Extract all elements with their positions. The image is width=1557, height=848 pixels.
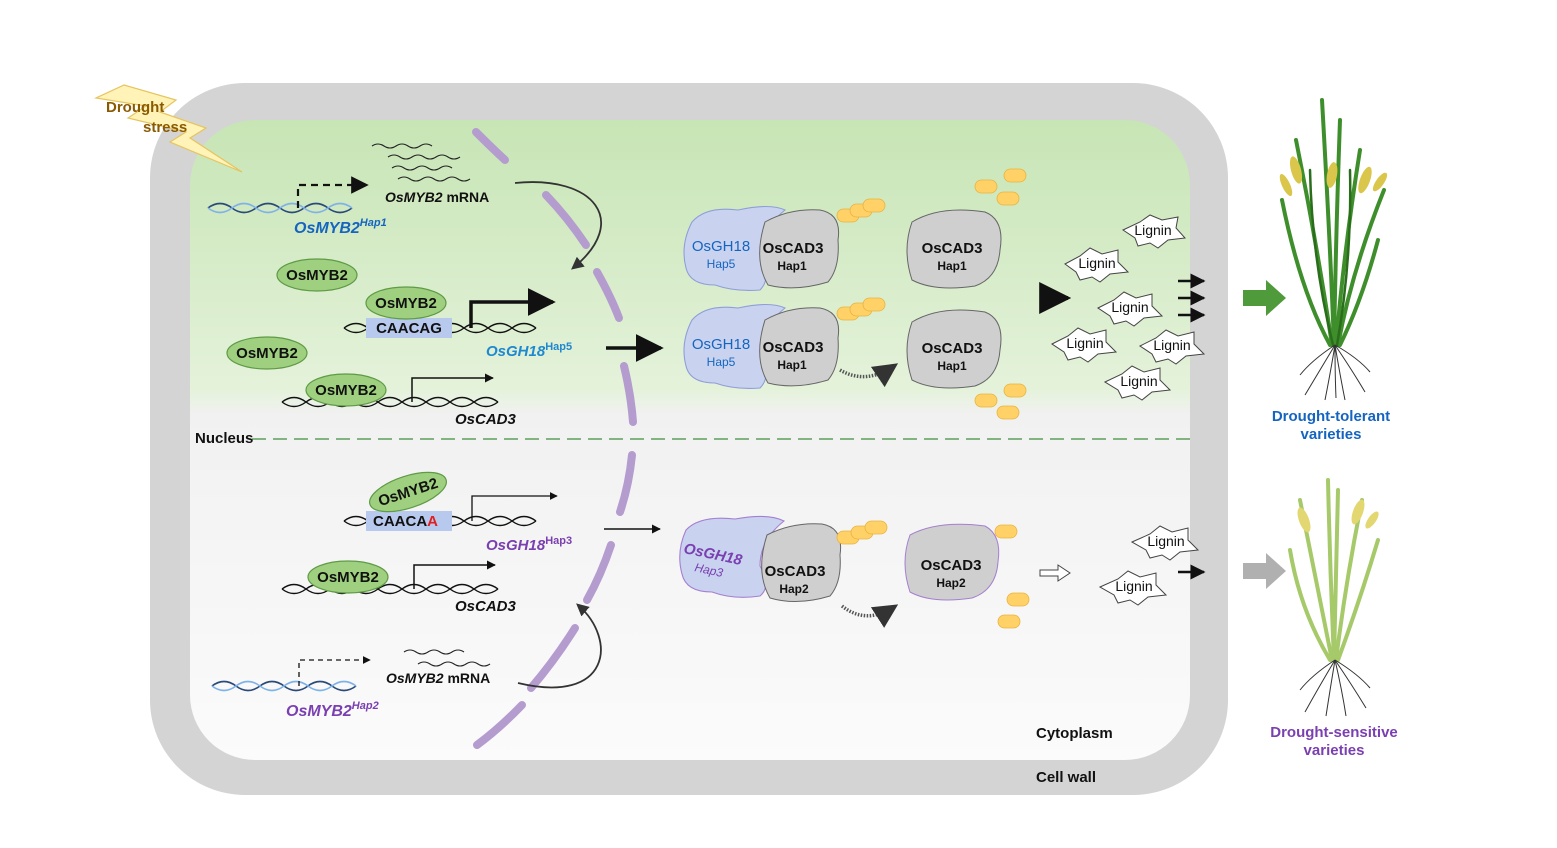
lignin-star: Lignin (1139, 329, 1206, 365)
svg-text:Hap3: Hap3 (693, 560, 724, 580)
svg-text:Hap1: Hap1 (777, 358, 807, 372)
promoter-arrow-cad3-bottom (413, 560, 496, 589)
lignin-star: Lignin (1098, 570, 1168, 606)
svg-text:Lignin: Lignin (1120, 373, 1157, 389)
drought-label-2: stress (143, 119, 187, 136)
myb2-mrna-label-bottom: OsMYB2 mRNA (386, 670, 490, 686)
svg-text:Lignin: Lignin (1147, 533, 1184, 549)
svg-text:Hap5: Hap5 (707, 355, 736, 369)
cell-wall-label: Cell wall (1036, 769, 1096, 786)
motif-box-top (366, 318, 452, 338)
svg-text:Hap2: Hap2 (779, 582, 809, 596)
outcome-arrow-gray (1243, 553, 1286, 589)
tolerant-label-2: varieties (1301, 426, 1362, 443)
promoter-arrow-hap2 (298, 656, 371, 686)
svg-text:Lignin: Lignin (1078, 255, 1115, 271)
svg-text:OsMYB2: OsMYB2 (315, 382, 377, 399)
sensitive-label-1: Drought-sensitive (1270, 724, 1398, 741)
promoter-arrow-cad3-top (411, 373, 494, 402)
lignin-star: Lignin (1130, 525, 1200, 561)
svg-text:OsMYB2: OsMYB2 (286, 267, 348, 284)
dna-myb2-hap2 (211, 680, 357, 692)
substrate-pills-bottom (836, 520, 1030, 629)
snp-base: A (427, 513, 438, 530)
svg-text:OsMYB2: OsMYB2 (375, 295, 437, 312)
svg-text:OsCAD3: OsCAD3 (922, 240, 983, 257)
cytoplasm-label: Cytoplasm (1036, 725, 1113, 742)
outcome-arrow-green (1243, 280, 1286, 316)
svg-text:Lignin: Lignin (1111, 299, 1148, 315)
svg-text:Lignin: Lignin (1115, 578, 1152, 594)
svg-text:OsCAD3: OsCAD3 (763, 339, 824, 356)
myb2-mrna-label-top: OsMYB2 mRNA (385, 189, 489, 205)
myb2-protein-free-1: OsMYB2 (276, 258, 358, 292)
myb2-hap2-gene: OsMYB2Hap2 (286, 700, 379, 720)
motif-bottom: CAACAA (373, 513, 438, 530)
lignin-star: Lignin (1051, 327, 1118, 363)
myb2-hap1-gene: OsMYB2Hap1 (294, 217, 387, 237)
svg-text:Hap1: Hap1 (937, 359, 967, 373)
promoter-arrow-gh18-strong (469, 288, 556, 328)
svg-text:Lignin: Lignin (1153, 337, 1190, 353)
svg-text:Lignin: Lignin (1134, 222, 1171, 238)
drought-stress-bolt: Drought stress (93, 84, 243, 173)
import-arrow-bottom (517, 603, 602, 689)
nucleus-label: Nucleus (195, 430, 253, 447)
motif-top: CAACAG (376, 320, 442, 337)
cad3-gene-top: OsCAD3 (455, 411, 517, 428)
lignin-cluster-bottom: Lignin Lignin (1098, 525, 1200, 606)
gh18-cad3-complex-bottom: OsGH18 Hap3 OsCAD3 Hap2 (679, 515, 842, 602)
mrna-strands-top (371, 143, 471, 182)
gh18-cad3-complex-2: OsGH18 Hap5 OsCAD3 Hap1 (683, 303, 840, 389)
svg-text:OsCAD3: OsCAD3 (921, 557, 982, 574)
cad3-gene-bottom: OsCAD3 (455, 598, 517, 615)
cad3-hap1-free-2: OsCAD3 Hap1 (906, 309, 1002, 389)
lignin-star: Lignin (1097, 291, 1164, 327)
cad3-hap1-free-1: OsCAD3 Hap1 (906, 209, 1002, 289)
cycle-arrow-bottom (840, 604, 899, 628)
svg-text:OsMYB2: OsMYB2 (317, 569, 379, 586)
myb2-protein-free-2: OsMYB2 (226, 336, 308, 370)
cycle-arrow-top (839, 363, 899, 388)
lignin-star: Lignin (1103, 365, 1172, 401)
myb2-bound-top: OsMYB2 (365, 286, 447, 320)
drought-label-1: Drought (106, 99, 164, 116)
svg-text:OsCAD3: OsCAD3 (922, 340, 983, 357)
svg-text:Hap2: Hap2 (936, 576, 966, 590)
svg-text:Hap1: Hap1 (777, 259, 807, 273)
svg-text:Hap5: Hap5 (707, 257, 736, 271)
hollow-arrow-bottom (1039, 564, 1071, 582)
svg-text:OsGH18: OsGH18 (692, 336, 750, 353)
dna-myb2-hap1 (207, 202, 353, 214)
sensitive-label-2: varieties (1304, 742, 1365, 759)
lignin-star: Lignin (1064, 247, 1130, 283)
gh18-cad3-complex-1: OsGH18 Hap5 OsCAD3 Hap1 (683, 205, 840, 291)
promoter-arrow-gh18-weak (471, 492, 558, 521)
rice-plant-tolerant (1279, 98, 1388, 401)
substrate-pills-top (836, 168, 1027, 420)
nuclear-envelope (472, 128, 637, 749)
lignin-cluster-top: Lignin Lignin Lignin Lignin Lignin Ligni… (1051, 214, 1206, 401)
gh18-hap3-gene: OsGH18Hap3 (486, 535, 572, 554)
rice-plant-sensitive (1288, 478, 1380, 717)
cad3-hap2-free: OsCAD3 Hap2 (904, 523, 1000, 601)
svg-text:OsCAD3: OsCAD3 (765, 563, 826, 580)
svg-text:OsGH18: OsGH18 (692, 238, 750, 255)
svg-text:Hap1: Hap1 (937, 259, 967, 273)
svg-text:Lignin: Lignin (1066, 335, 1103, 351)
lignin-export-arrows-top (1178, 273, 1206, 323)
export-arrow-top (514, 181, 602, 270)
cell-interior (190, 120, 1190, 760)
svg-text:OsMYB2: OsMYB2 (236, 345, 298, 362)
gh18-hap5-gene: OsGH18Hap5 (486, 341, 572, 360)
myb2-bound-cad3-bottom: OsMYB2 (307, 560, 389, 594)
tolerant-label-1: Drought-tolerant (1272, 408, 1390, 425)
myb2-bound-cad3-top: OsMYB2 (305, 373, 387, 407)
svg-text:OsCAD3: OsCAD3 (763, 240, 824, 257)
motif-box-bottom (366, 511, 452, 531)
lignin-star: Lignin (1121, 214, 1187, 249)
mrna-strands-bottom (403, 649, 491, 667)
